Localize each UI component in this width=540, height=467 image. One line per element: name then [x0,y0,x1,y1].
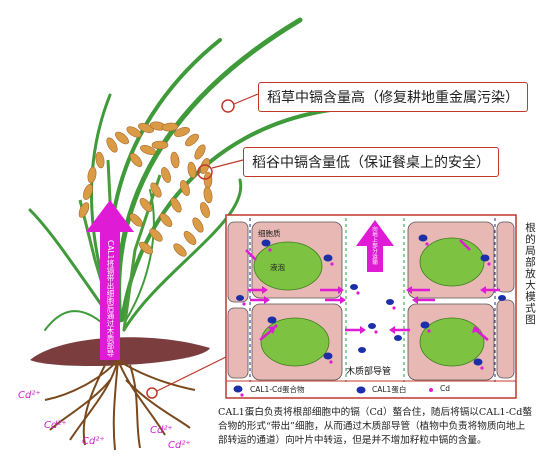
small-arrow-label: 向地上部分运输 [371,226,377,265]
xylem-label: 木质部导管 [346,367,392,377]
transport-arrows [245,239,500,341]
zoom-side-label: 根的局部放大模式图 [524,222,536,326]
roots [44,359,196,451]
root-marker-circle [146,387,158,399]
straw-marker-circle [221,99,235,113]
vacuoles [253,237,485,367]
cd-label: Cd²⁺ [168,440,191,451]
grain-marker-circle [197,164,213,180]
legend-complex-label: CAL1-Cd蛋合物 [250,385,305,394]
cd-label: Cd²⁺ [18,390,41,401]
vacuole-label: 液泡 [270,263,285,272]
cal1-proteins [236,234,506,366]
cytoplasm-label: 细胞质 [258,229,281,238]
grain-callout: 稻谷中镉含量低（保证餐桌上的安全） [243,147,499,177]
caption-text: CAL1蛋白负责将根部细胞中的镉（Cd）螯合住，随后将镉以CAL1-Cd螯合物的… [218,407,532,446]
legend-cal1-label: CAL1蛋白 [372,385,407,394]
cd-label: Cd²⁺ [150,425,173,436]
grain-panicles [78,121,213,257]
legend-cd-label: Cd [440,384,450,393]
cd-ions [242,242,491,370]
cd-label: Cd²⁺ [82,436,105,447]
upward-transport-arrow [86,200,134,360]
xylem-up-arrow [356,220,394,272]
main-arrow-label: CAL1将镉带出细胞后通过木质部导管 [106,240,115,357]
cd-label: Cd²⁺ [44,420,67,431]
straw-callout: 稻草中镉含量高（修复耕地重金属污染） [258,82,528,112]
